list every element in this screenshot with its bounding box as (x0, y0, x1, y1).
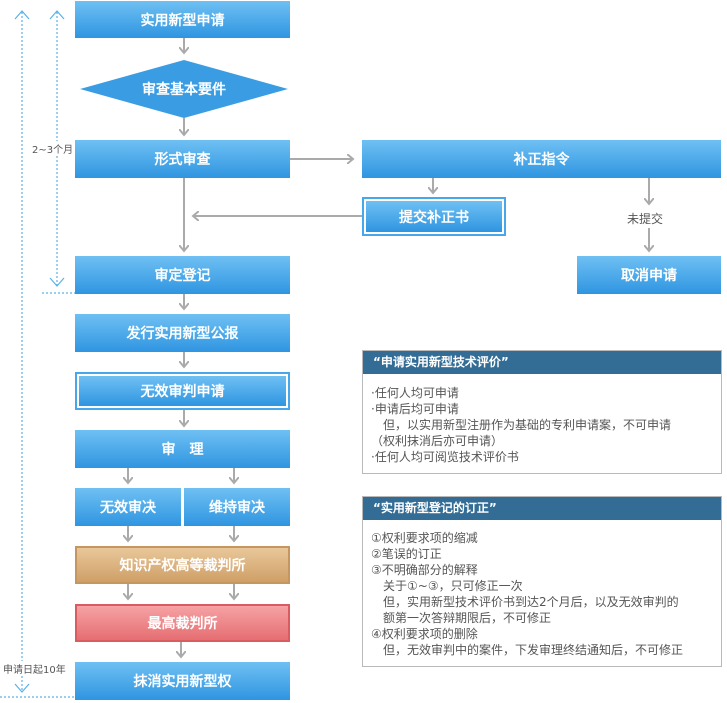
check-basic-label: 审查基本要件 (142, 82, 226, 98)
tech-eval-line: （权利抹消后亦可申请） (371, 434, 504, 448)
exam-period-label: 2~3个月 (32, 141, 74, 156)
correction-line: 额第一次答辩期限后，不可修正 (371, 611, 552, 625)
correction-line: 关于①~③，只可修正一次 (371, 579, 523, 593)
maintain-decision-box: 维持审决 (184, 488, 290, 526)
ip-high-court-box: 知识产权高等裁判所 (75, 546, 290, 584)
registration-box: 审定登记 (75, 256, 290, 294)
correction-order-box: 补正指令 (362, 140, 721, 178)
apply-box: 实用新型申请 (75, 1, 290, 38)
tech-eval-title: “申请实用新型技术评价” (363, 351, 721, 374)
submit-correction-box: 提交补正书 (362, 197, 506, 236)
correction-line: ①权利要求项的缩减 (371, 531, 478, 545)
correction-title: “实用新型登记的订正” (363, 497, 721, 520)
correction-panel: “实用新型登记的订正” ①权利要求项的缩减 ②笔误的订正 ③不明确部分的解释 关… (362, 496, 722, 667)
trial-box: 审 理 (75, 430, 290, 468)
check-basic-diamond (80, 60, 288, 118)
tech-eval-line: ·任何人均可阅览技术评价书 (371, 450, 519, 464)
timeline-term-top-arrow (14, 10, 30, 20)
timeline-term-bottom-arrow (14, 683, 30, 693)
not-submitted-label: 未提交 (627, 212, 664, 226)
invalid-trial-request-box: 无效审判申请 (75, 372, 290, 410)
timeline-exam-top-arrow (49, 10, 65, 20)
correction-line: ④权利要求项的删除 (371, 627, 478, 641)
tech-eval-line: ·申请后均可申请 (371, 402, 459, 416)
publish-box: 发行实用新型公报 (75, 314, 290, 352)
extinguish-right-box: 抹消实用新型权 (75, 662, 290, 700)
tech-eval-panel: “申请实用新型技术评价” ·任何人均可申请 ·申请后均可申请 但，以实用新型注册… (362, 350, 722, 474)
supreme-court-box: 最高裁判所 (75, 604, 290, 642)
correction-line: ②笔误的订正 (371, 547, 442, 561)
tech-eval-line: 但，以实用新型注册作为基础的专利申请案，不可申请 (371, 418, 672, 432)
invalid-decision-box: 无效审决 (75, 488, 181, 526)
term-label: 申请日起10年 (3, 661, 66, 676)
timeline-exam-bottom-arrow (49, 277, 65, 287)
tech-eval-line: ·任何人均可申请 (371, 386, 459, 400)
correction-line: 但，实用新型技术评价书到达2个月后，以及无效审判的 (371, 595, 679, 609)
formal-exam-box: 形式审查 (75, 140, 290, 178)
correction-line: 但，无效审判中的案件，下发审理终结通知后，不可修正 (371, 643, 684, 657)
correction-line: ③不明确部分的解释 (371, 563, 478, 577)
cancel-application-box: 取消申请 (577, 256, 721, 294)
